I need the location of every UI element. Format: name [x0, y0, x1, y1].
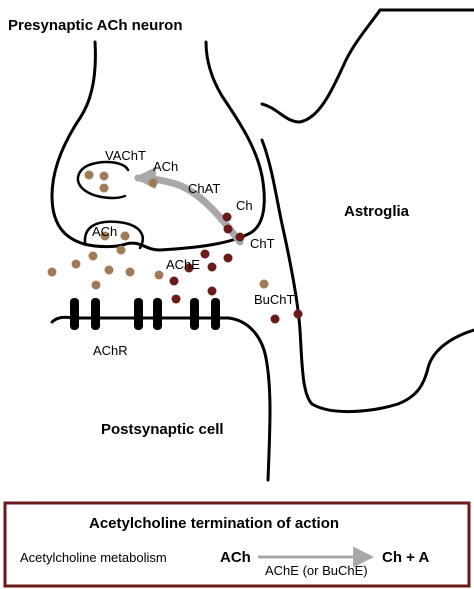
- postsynaptic-label: Postsynaptic cell: [101, 421, 224, 438]
- vacht-label: VAChT: [105, 148, 146, 163]
- summary-box: [3, 501, 471, 588]
- achr-label: AChR: [93, 343, 128, 358]
- achr-receptors: [70, 298, 220, 330]
- reactant-ach: ACh: [220, 549, 251, 566]
- vesicle-upper: [76, 160, 130, 200]
- vesicle-fused: [83, 220, 144, 250]
- presynaptic-membrane: [50, 40, 266, 252]
- enzyme-label: AChE (or BuChE): [265, 563, 368, 578]
- ach-label-top: ACh: [153, 159, 178, 174]
- bucht-label: BuChT: [254, 292, 295, 307]
- astroglia-label: Astroglia: [344, 203, 410, 220]
- ache-label: AChE: [166, 257, 200, 272]
- cht-label: ChT: [250, 236, 275, 251]
- ach-dots: [47, 170, 269, 290]
- postsynaptic-membrane: [50, 315, 272, 482]
- summary-title: Acetylcholine termination of action: [89, 515, 339, 532]
- chat-label: ChAT: [188, 181, 220, 196]
- metabolism-label: Acetylcholine metabolism: [20, 550, 167, 565]
- choline-dots: [169, 212, 303, 324]
- ch-label: Ch: [236, 198, 253, 213]
- products-label: Ch + A: [382, 549, 430, 566]
- ach-label-vesicle: ACh: [92, 224, 117, 239]
- presynaptic-label: Presynaptic ACh neuron: [8, 17, 182, 34]
- astroglia-membrane: [260, 8, 474, 413]
- chat-arrow: [133, 166, 244, 246]
